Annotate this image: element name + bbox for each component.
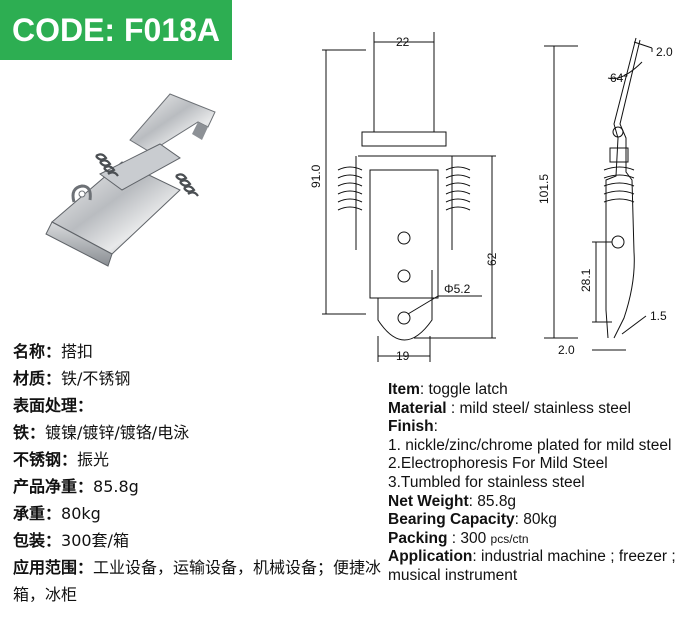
dim-front-width-top: 22	[396, 35, 410, 49]
spec-application: 应用范围：工业设备，运输设备，机械设备；便捷冰箱，冰柜	[13, 558, 382, 604]
en-finish: Finish:	[388, 418, 438, 436]
spec-material: 材质：铁/不锈钢	[13, 369, 131, 388]
en-material: Material : mild steel/ stainless steel	[388, 399, 631, 417]
spec-list-english: Item: toggle latch Material : mild steel…	[388, 381, 693, 586]
dim-hole-diameter: Φ5.2	[444, 282, 471, 296]
en-finish-3: 3.Tumbled for stainless steel	[388, 473, 585, 491]
spec-finish: 表面处理：	[13, 396, 94, 415]
en-net-weight: Net Weight: 85.8g	[388, 492, 517, 510]
dim-side-height: 101.5	[537, 174, 551, 204]
spec-packing: 包装：300套/箱	[13, 531, 129, 550]
en-finish-1: 1. nickle/zinc/chrome plated for mild st…	[388, 436, 672, 454]
dim-side-top-thickness: 2.0	[656, 45, 673, 59]
en-packing: Packing : 300 pcs/ctn	[388, 529, 529, 547]
spec-name: 名称：搭扣	[13, 342, 94, 361]
dim-hook-radius: 1.5	[650, 309, 667, 323]
spec-net-weight: 产品净重：85.8g	[13, 477, 139, 496]
dim-side-bottom-thickness: 2.0	[558, 343, 575, 357]
spec-finish-stainless: 不锈钢：振光	[13, 450, 110, 469]
dim-hole-spacing: 62	[485, 252, 499, 266]
dim-hook-height: 28.1	[579, 268, 593, 292]
spec-finish-iron: 铁：镀镍/镀锌/镀铬/电泳	[13, 423, 190, 442]
spec-list-chinese: 名称：搭扣 材质：铁/不锈钢 表面处理： 铁：镀镍/镀锌/镀铬/电泳 不锈钢：振…	[13, 338, 383, 608]
dim-side-angle: 64°	[610, 71, 628, 85]
dim-front-height: 91.0	[309, 164, 323, 188]
en-item: Item: toggle latch	[388, 381, 508, 398]
dim-front-width-bottom: 19	[396, 349, 410, 363]
product-photo	[45, 93, 216, 267]
en-bearing: Bearing Capacity: 80kg	[388, 511, 557, 529]
technical-drawing: 22 91.0 62 Φ5.2 19 101.5 64° 2.0 28.1 1.…	[309, 32, 673, 363]
en-finish-2: 2.Electrophoresis For Mild Steel	[388, 455, 608, 473]
en-application: Application: industrial machine ; freeze…	[388, 548, 676, 584]
product-code-badge: CODE: F018A	[0, 0, 232, 60]
spec-bearing: 承重：80kg	[13, 504, 101, 523]
